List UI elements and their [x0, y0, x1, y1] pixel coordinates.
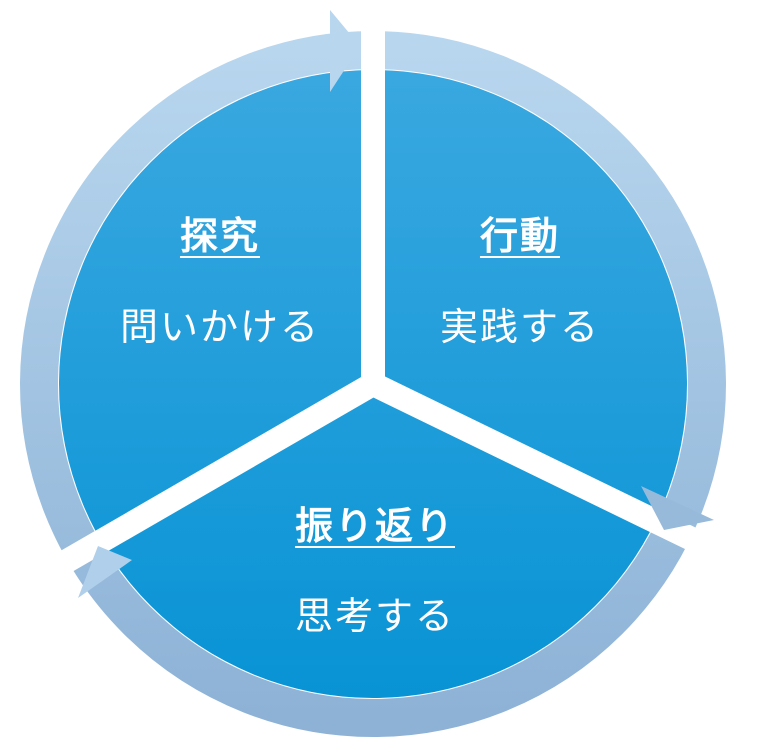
arrowhead-right-icon — [641, 486, 714, 530]
arrowhead-top-icon — [330, 10, 360, 92]
segment-dividers — [53, 20, 706, 576]
segment-subtitle-inquiry: 問いかける — [119, 305, 320, 349]
segment-subtitle-reflection: 思考する — [294, 594, 455, 638]
segment-title-action: 行動 — [479, 214, 560, 258]
segment-title-inquiry: 探究 — [179, 214, 260, 258]
segment-subtitle-action: 実践する — [439, 305, 600, 349]
segment-title-reflection: 振り返り — [294, 504, 455, 548]
arrowhead-left-icon — [78, 546, 132, 598]
